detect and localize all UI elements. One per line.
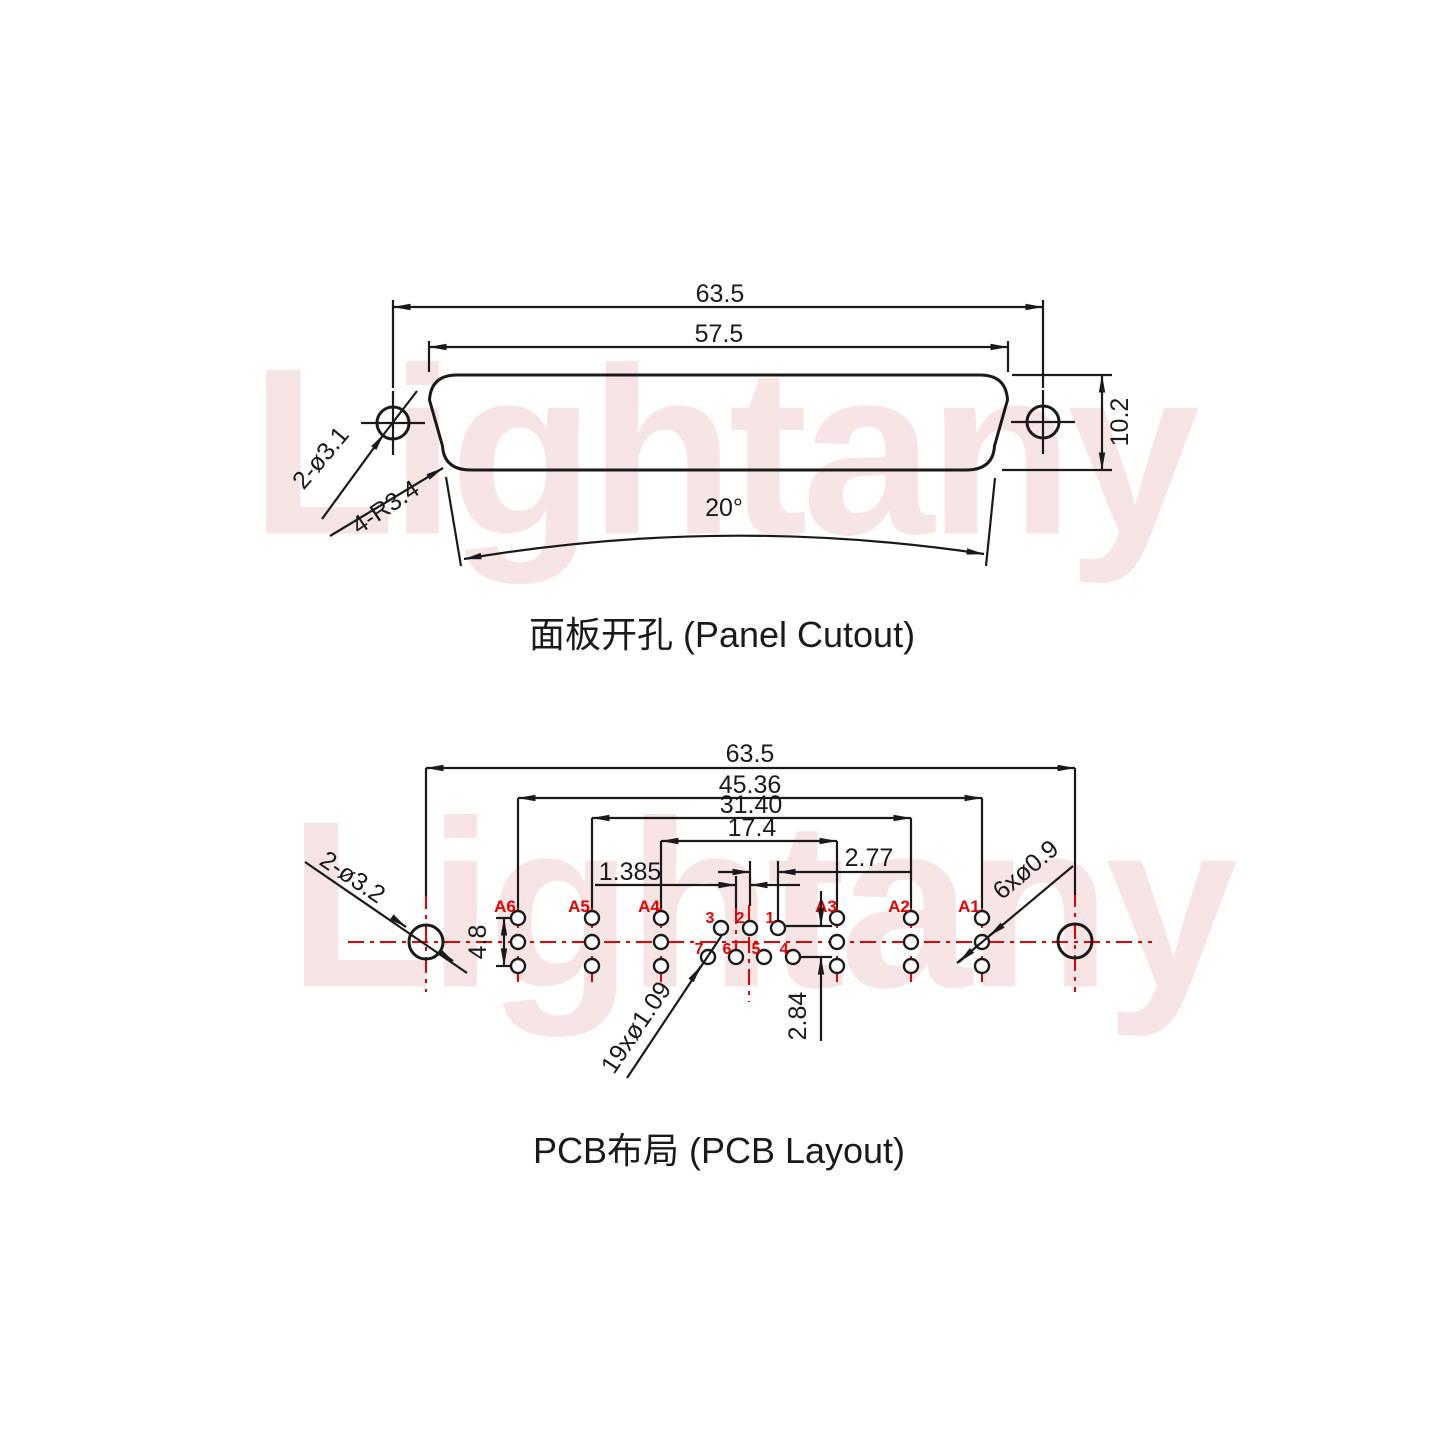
pcb-title: PCB布局 (PCB Layout) [533,1130,905,1171]
pcb-dim-45-36-label: 45.36 [719,771,782,799]
pcb-dim-2-77: 2.77 [718,844,910,876]
pcb-signal-pins [699,919,802,966]
panel-dim-63-5: 63.5 [391,280,1045,388]
coax-label-a3: A3 [815,897,837,916]
coax-label-a2: A2 [888,897,910,916]
pcb-dim-2-84: 2.84 [784,891,832,1041]
coax-label-a4: A4 [638,897,660,916]
coax-label-a6: A6 [494,897,516,916]
pcb-dim-4-8: 4.8 [464,916,512,968]
pcb-coax-labels: A6 A5 A4 A3 A2 A1 [494,897,980,916]
panel-dim-20deg: 20° [444,476,997,567]
pcb-dim-17-4-label: 17.4 [728,814,777,842]
panel-dim-10-2: 10.2 [1002,373,1134,472]
pcb-dim-31-40-label: 31.40 [720,791,783,819]
panel-dim-63-5-label: 63.5 [696,280,745,308]
panel-dim-57-5-label: 57.5 [695,320,744,348]
panel-callout-mount-holes-label: 2-ø3.1 [287,421,355,494]
pin-label-6: 6 [723,941,732,958]
pin-label-4: 4 [780,941,789,958]
pcb-callout-mount-holes: 2-ø3.2 [304,846,468,974]
coax-label-a1: A1 [958,897,980,916]
pin-label-1: 1 [766,910,775,927]
pcb-coax-contacts [509,909,991,975]
pin-label-2: 2 [736,910,745,927]
pcb-dim-1-385: 1.385 [595,858,800,889]
pcb-mount-hole-right [1056,922,1094,960]
pcb-dim-17-4: 17.4 [660,814,838,845]
panel-callout-corner-radius: 4-R3.4 [329,467,444,540]
coax-label-a5: A5 [568,897,590,916]
pcb-callout-coax-holes-label: 6xø0.9 [988,835,1065,906]
pcb-dim-1-385-label: 1.385 [599,858,662,886]
pcb-dim-2-84-label: 2.84 [784,992,812,1041]
pin-label-3: 3 [706,910,715,927]
pcb-layout-drawing: A6 A5 A4 A3 A2 A1 3 2 1 7 6 5 4 [304,740,1152,1171]
pcb-dim-45-36: 45.36 [517,771,983,802]
pcb-dim-63-5: 63.5 [425,740,1076,772]
pin-label-7: 7 [695,941,704,958]
panel-dim-10-2-label: 10.2 [1106,398,1134,447]
pcb-dim-4-8-label: 4.8 [464,925,492,960]
pcb-pin-labels: 3 2 1 7 6 5 4 [695,910,789,958]
pin-label-5: 5 [752,941,761,958]
panel-callout-corner-radius-label: 4-R3.4 [347,475,425,540]
pcb-dim-31-40: 31.40 [591,791,912,822]
panel-dim-57-5: 57.5 [427,320,1010,372]
pcb-dim-2-77-label: 2.77 [845,844,894,872]
panel-cutout-drawing: 63.5 57.5 10.2 20° [287,280,1134,655]
panel-title: 面板开孔 (Panel Cutout) [529,614,915,655]
panel-dim-20deg-label: 20° [705,494,743,522]
pcb-mount-hole-left [407,923,445,961]
panel-cutout-outline [427,373,1010,472]
panel-mount-hole-right [1011,390,1075,454]
pcb-dim-63-5-label: 63.5 [726,740,775,768]
pcb-extension-lines [424,768,1077,920]
